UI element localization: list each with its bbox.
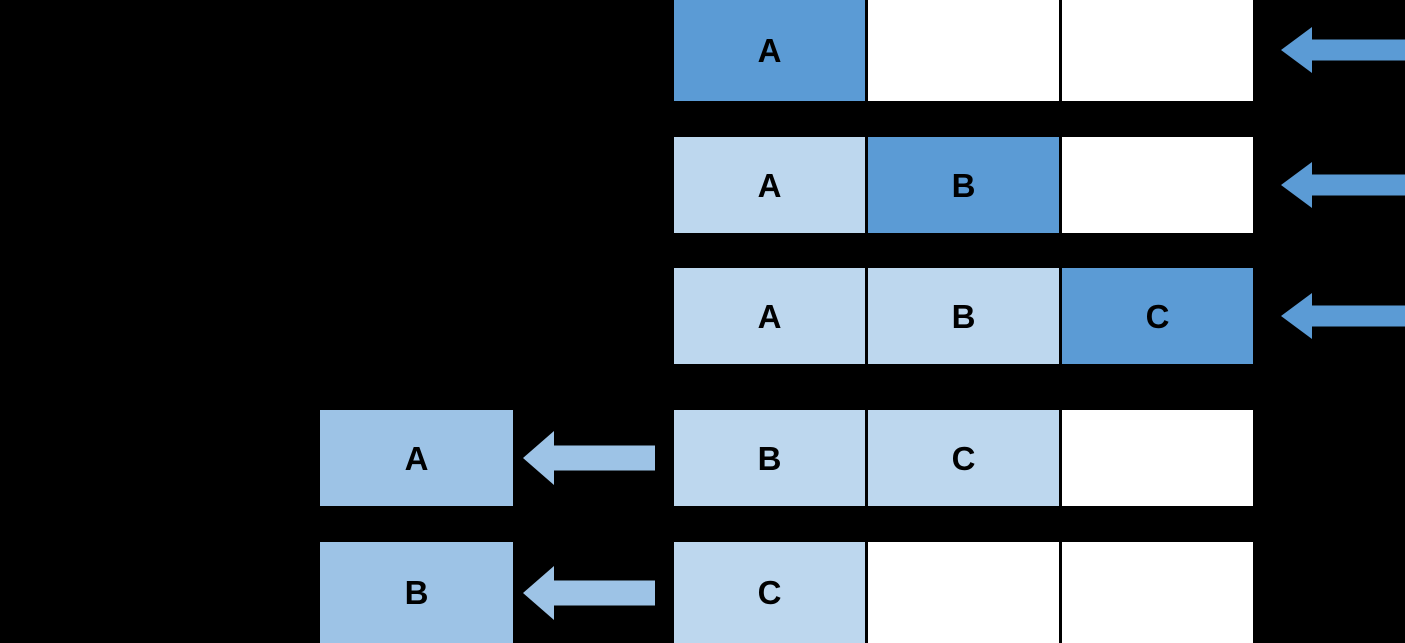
queue-cell-r2-c1: A xyxy=(674,137,865,233)
enqueue-arrow-row2 xyxy=(1281,162,1405,208)
queue-cell-r1-c1: A xyxy=(674,0,865,101)
queue-cell-r5-c3 xyxy=(1062,542,1253,643)
dequeue-arrow-row5 xyxy=(523,565,655,620)
queue-cell-r4-c3 xyxy=(1062,410,1253,506)
arrow-left-icon xyxy=(523,431,655,485)
queue-cell-r1-c2 xyxy=(868,0,1059,101)
arrow-left-icon xyxy=(1281,27,1405,73)
enqueue-arrow-row1 xyxy=(1281,27,1405,73)
queue-cell-r4-c1: B xyxy=(674,410,865,506)
dequeued-item-row5: B xyxy=(320,542,513,643)
queue-cell-r2-c2: B xyxy=(868,137,1059,233)
queue-cell-r3-c1: A xyxy=(674,268,865,364)
queue-cell-r5-c1: C xyxy=(674,542,865,643)
arrow-left-icon xyxy=(1281,293,1405,339)
arrow-left-icon xyxy=(1281,162,1405,208)
queue-cell-r4-c2: C xyxy=(868,410,1059,506)
queue-cell-r2-c3 xyxy=(1062,137,1253,233)
enqueue-arrow-row3 xyxy=(1281,293,1405,339)
queue-cell-r1-c3 xyxy=(1062,0,1253,101)
dequeued-item-row4: A xyxy=(320,410,513,506)
queue-cell-r5-c2 xyxy=(868,542,1059,643)
arrow-left-icon xyxy=(523,565,655,620)
queue-cell-r3-c3: C xyxy=(1062,268,1253,364)
dequeue-arrow-row4 xyxy=(523,431,655,485)
queue-cell-r3-c2: B xyxy=(868,268,1059,364)
